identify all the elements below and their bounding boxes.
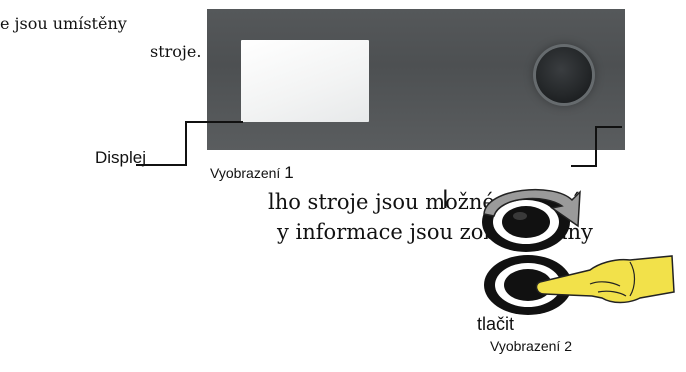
display-window: [241, 40, 369, 122]
display-callout-line: [136, 121, 243, 166]
body-text-line-2: stroje.: [150, 42, 202, 61]
figure-1-caption: Vyobrazení 1: [210, 163, 294, 183]
push-label: tlačit: [477, 314, 515, 334]
bracket-mark: l: [442, 186, 449, 214]
figure-1-caption-number: 1: [284, 163, 294, 182]
machine-panel-photo: [207, 9, 625, 150]
control-knob: [536, 47, 592, 103]
display-label: Displej: [95, 148, 147, 167]
figure-1-caption-word: Vyobrazení: [210, 165, 281, 181]
hand-icon: [535, 255, 675, 304]
rotate-knob-icon: [482, 188, 581, 252]
knob-callout-line: [571, 126, 622, 167]
figure-2-caption: Vyobrazení 2: [490, 338, 572, 354]
push-knob-icon: [484, 255, 675, 315]
body-text-line-1: e jsou umístěny: [0, 14, 127, 33]
